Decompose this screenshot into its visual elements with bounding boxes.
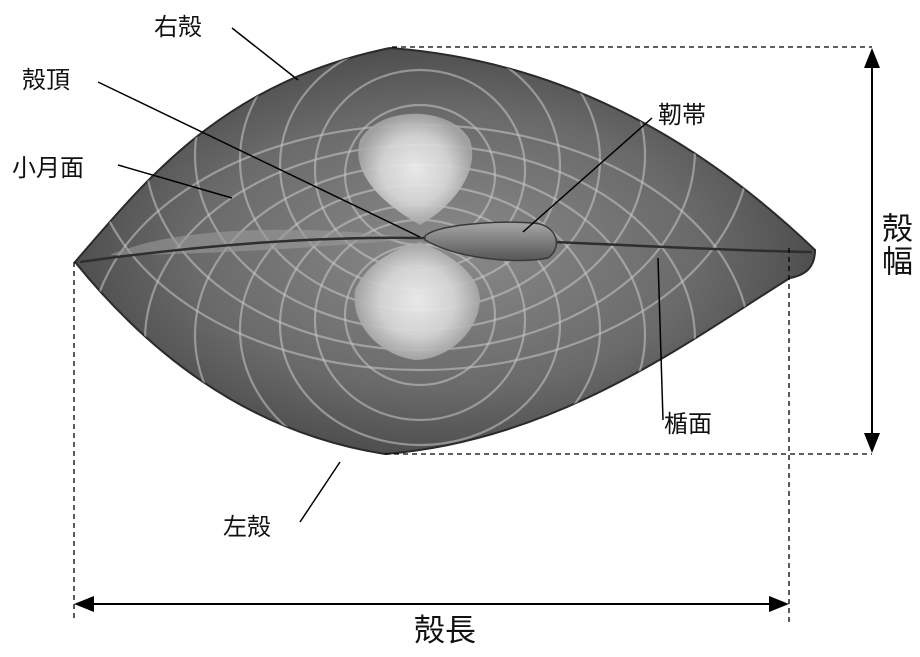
label-lunule: 小月面 xyxy=(12,156,84,180)
label-left-valve: 左殻 xyxy=(223,515,271,539)
label-escutcheon: 楯面 xyxy=(664,412,712,436)
leader-left-valve xyxy=(300,462,340,522)
label-umbo: 殻頂 xyxy=(22,68,70,92)
shell-length-arrow xyxy=(74,596,789,612)
label-ligament: 靭帯 xyxy=(658,103,706,127)
label-right-valve: 右殻 xyxy=(154,15,202,39)
label-shell-height: 殻幅 xyxy=(878,212,909,278)
shell xyxy=(75,0,815,565)
leader-right-valve xyxy=(232,28,298,80)
label-shell-length: 殻長 xyxy=(414,616,476,647)
